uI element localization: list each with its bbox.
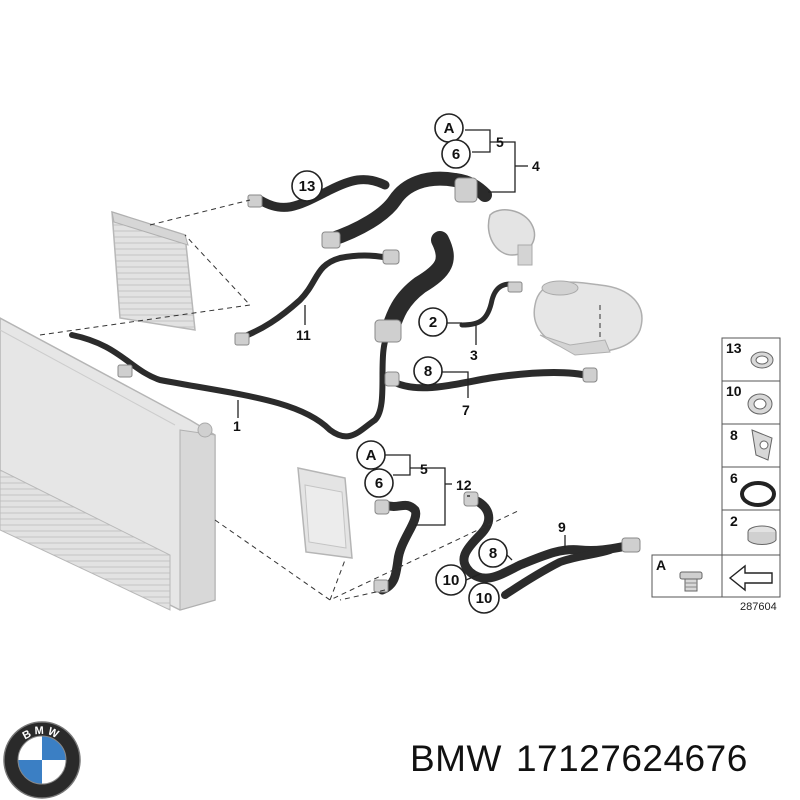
callout-8-middle: 8 (413, 356, 443, 386)
hose-13 (255, 175, 390, 212)
legend-item-13: 13 (726, 340, 742, 356)
svg-text:8: 8 (424, 363, 432, 380)
legend-item-8: 8 (730, 427, 738, 443)
label-12: 12 (456, 477, 472, 493)
label-11: 11 (296, 327, 311, 343)
label-5-top: 5 (496, 134, 504, 150)
dashed-leaders (39, 199, 601, 601)
label-3: 3 (470, 347, 478, 363)
hose-12 (377, 500, 421, 595)
o-ring-icon (740, 481, 776, 507)
logo-lettering: BMW (21, 725, 61, 743)
svg-text:A: A (444, 120, 455, 137)
svg-text:6: 6 (452, 146, 460, 163)
svg-text:13: 13 (299, 178, 316, 195)
hose-2 (381, 231, 454, 339)
reference-number: 287604 (740, 601, 777, 613)
bmw-logo: BMW (3, 721, 81, 799)
callout-6-top: 6 (441, 139, 471, 169)
callout-8-bottom: 8 (478, 538, 508, 568)
svg-text:6: 6 (375, 475, 383, 492)
svg-text:10: 10 (443, 572, 460, 589)
callout-leaders (237, 129, 566, 581)
svg-text:10: 10 (476, 590, 493, 607)
callout-2: 2 (418, 307, 448, 337)
callout-13: 13 (291, 170, 323, 202)
legend-item-10: 10 (726, 383, 742, 399)
radiator (0, 317, 216, 611)
callout-A-bottom: A (356, 440, 386, 470)
hose-clamp-icon (747, 525, 777, 545)
label-9: 9 (558, 519, 566, 535)
hoses (69, 171, 637, 599)
callout-6-bottom: 6 (364, 468, 394, 498)
callout-10-left: 10 (435, 564, 467, 596)
label-5-bottom: 5 (420, 461, 428, 477)
part-caption: BMW 17127624676 (410, 738, 762, 780)
plug-icon (679, 571, 703, 592)
legend-item-2: 2 (730, 513, 738, 529)
callout-A-top: A (434, 113, 464, 143)
svg-text:8: 8 (489, 545, 497, 562)
expansion-tank (533, 280, 643, 356)
svg-text:2: 2 (429, 314, 437, 331)
label-7: 7 (462, 402, 470, 418)
oil-cooler (297, 467, 353, 559)
svg-text:BMW: BMW (21, 725, 64, 743)
auxiliary-cooler (111, 210, 196, 331)
callout-10-right: 10 (468, 582, 500, 614)
label-4: 4 (532, 158, 540, 174)
fittings (117, 177, 641, 593)
legend-item-6: 6 (730, 470, 738, 486)
label-1: 1 (233, 418, 241, 434)
clamp-icon (750, 351, 774, 369)
thermostat-valve (487, 209, 536, 266)
hose-9 (459, 493, 637, 583)
clamp-icon (747, 393, 773, 415)
caption-part-number: 17127624676 (515, 738, 748, 779)
parts-legend: 13 10 8 6 2 A (651, 337, 781, 613)
hose-7 (386, 368, 594, 392)
hose-1 (69, 327, 393, 440)
legend-tool-label: A (656, 557, 666, 573)
bracket-icon (751, 429, 773, 461)
caption-brand: BMW (410, 738, 502, 779)
svg-text:A: A (366, 447, 377, 464)
arrow-icon (728, 564, 773, 592)
hose-11 (237, 252, 398, 341)
